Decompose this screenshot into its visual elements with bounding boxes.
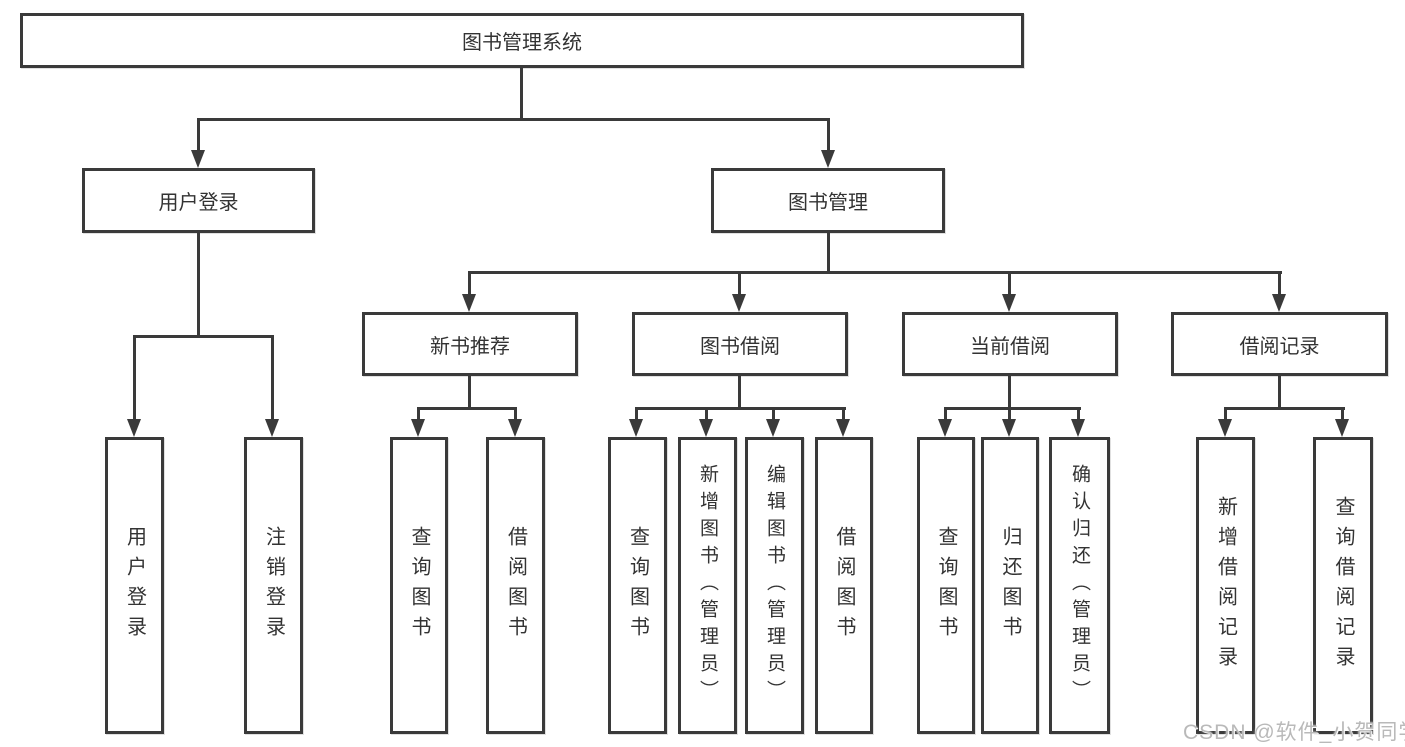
arrowhead-current-borrow — [1002, 294, 1016, 312]
node-user-login: 用户登录 — [82, 168, 315, 233]
connector-drop-current-borrow — [1008, 271, 1011, 297]
arrowhead-nbr-query — [411, 419, 425, 437]
leaf-bb-borrow-books: 借阅图书 — [815, 437, 873, 734]
connector-book-borrow-stem — [738, 376, 741, 410]
node-book-management: 图书管理 — [711, 168, 945, 233]
leaf-nbr-query-books-label: 查询图书 — [408, 525, 430, 646]
connector-drop-bb-query — [635, 407, 638, 423]
leaf-nbr-borrow-books-label: 借阅图书 — [504, 525, 527, 646]
leaf-nbr-query-books: 查询图书 — [390, 437, 448, 734]
connector-level2-rail — [197, 118, 830, 121]
node-new-book-recommend: 新书推荐 — [362, 312, 578, 376]
leaf-br-add-record: 新增借阅记录 — [1196, 437, 1255, 734]
arrowhead-bb-borrow — [836, 419, 850, 437]
arrowhead-br-query — [1335, 419, 1349, 437]
node-new-book-recommend-label: 新书推荐 — [430, 335, 510, 358]
connector-drop-new-book-rec — [468, 271, 471, 297]
arrowhead-book-borrow — [732, 294, 746, 312]
connector-drop-bb-edit — [772, 407, 775, 423]
leaf-br-query-record-label: 查询借阅记录 — [1332, 495, 1354, 676]
connector-current-borrow-stem — [1008, 376, 1011, 410]
leaf-nbr-borrow-books: 借阅图书 — [486, 437, 545, 734]
connector-drop-leaf-login — [133, 335, 136, 423]
connector-borrow-records-stem — [1278, 376, 1281, 410]
connector-drop-leaf-logout — [271, 335, 274, 423]
arrowhead-bb-add — [699, 419, 713, 437]
arrowhead-br-add — [1218, 419, 1232, 437]
connector-drop-book-borrow — [738, 271, 741, 297]
connector-drop-bb-add — [705, 407, 708, 423]
leaf-bb-edit-books-admin-label: 编辑图书（管理员） — [764, 464, 785, 707]
node-user-login-label: 用户登录 — [158, 192, 239, 214]
connector-drop-cb-query — [944, 407, 947, 423]
node-borrow-records: 借阅记录 — [1171, 312, 1388, 376]
leaf-bb-query-books: 查询图书 — [608, 437, 667, 734]
arrowhead-cb-return — [1002, 419, 1016, 437]
node-root: 图书管理系统 — [20, 13, 1024, 68]
connector-drop-br-add — [1224, 407, 1227, 423]
leaf-cb-query-books: 查询图书 — [917, 437, 975, 734]
leaf-bb-add-books-admin: 新增图书（管理员） — [678, 437, 737, 734]
connector-drop-br-query — [1341, 407, 1344, 423]
leaf-bb-edit-books-admin: 编辑图书（管理员） — [745, 437, 804, 734]
connector-new-book-rec-stem — [468, 376, 471, 410]
leaf-logout: 注销登录 — [244, 437, 303, 734]
leaf-cb-return-books-label: 归还图书 — [999, 525, 1021, 646]
leaf-logout-label: 注销登录 — [262, 525, 285, 646]
connector-new-book-rec-rail — [417, 407, 517, 410]
arrowhead-leaf-login — [127, 419, 141, 437]
connector-user-login-rail — [133, 335, 274, 338]
arrowhead-new-book-rec — [462, 294, 476, 312]
connector-user-login-stem — [197, 233, 200, 338]
csdn-watermark: CSDN @软件_小贺同学 — [1183, 721, 1405, 744]
connector-borrow-records-rail — [1224, 407, 1345, 410]
node-current-borrow: 当前借阅 — [902, 312, 1118, 376]
arrowhead-leaf-logout — [265, 419, 279, 437]
connector-drop-cb-confirm — [1077, 407, 1080, 423]
connector-drop-nbr-borrow — [514, 407, 517, 423]
leaf-bb-borrow-books-label: 借阅图书 — [833, 525, 855, 646]
connector-drop-borrow-records — [1278, 271, 1281, 297]
leaf-br-add-record-label: 新增借阅记录 — [1214, 495, 1237, 676]
leaf-cb-confirm-return-admin-label: 确认归还（管理员） — [1069, 464, 1090, 707]
node-borrow-records-label: 借阅记录 — [1239, 335, 1320, 358]
arrowhead-bb-edit — [766, 419, 780, 437]
arrowhead-cb-query — [938, 419, 952, 437]
connector-book-mgmt-stem — [827, 233, 830, 274]
leaf-cb-return-books: 归还图书 — [981, 437, 1039, 734]
connector-drop-book-mgmt — [827, 118, 830, 152]
arrowhead-borrow-records — [1272, 294, 1286, 312]
leaf-user-login-label: 用户登录 — [123, 525, 146, 646]
leaf-bb-add-books-admin-label: 新增图书（管理员） — [697, 464, 718, 707]
arrowhead-nbr-borrow — [508, 419, 522, 437]
connector-book-borrow-rail — [635, 407, 846, 410]
arrowhead-cb-confirm — [1071, 419, 1085, 437]
leaf-cb-query-books-label: 查询图书 — [935, 525, 957, 646]
connector-drop-bb-borrow — [842, 407, 845, 423]
leaf-br-query-record: 查询借阅记录 — [1313, 437, 1373, 734]
node-book-borrow-label: 图书借阅 — [700, 335, 780, 358]
leaf-cb-confirm-return-admin: 确认归还（管理员） — [1049, 437, 1110, 734]
node-book-management-label: 图书管理 — [788, 192, 868, 214]
node-book-borrow: 图书借阅 — [632, 312, 848, 376]
connector-current-borrow-rail — [944, 407, 1081, 410]
connector-drop-cb-return — [1008, 407, 1011, 423]
leaf-bb-query-books-label: 查询图书 — [626, 525, 649, 646]
node-current-borrow-label: 当前借阅 — [970, 335, 1050, 358]
connector-level3-rail — [468, 271, 1282, 274]
connector-drop-nbr-query — [417, 407, 420, 423]
connector-root-stem — [520, 68, 523, 120]
arrowhead-bb-query — [629, 419, 643, 437]
leaf-user-login: 用户登录 — [105, 437, 164, 734]
arrowhead-book-mgmt — [821, 150, 835, 168]
node-root-label: 图书管理系统 — [462, 32, 582, 54]
arrowhead-user-login — [191, 150, 205, 168]
connector-drop-user-login — [197, 118, 200, 152]
